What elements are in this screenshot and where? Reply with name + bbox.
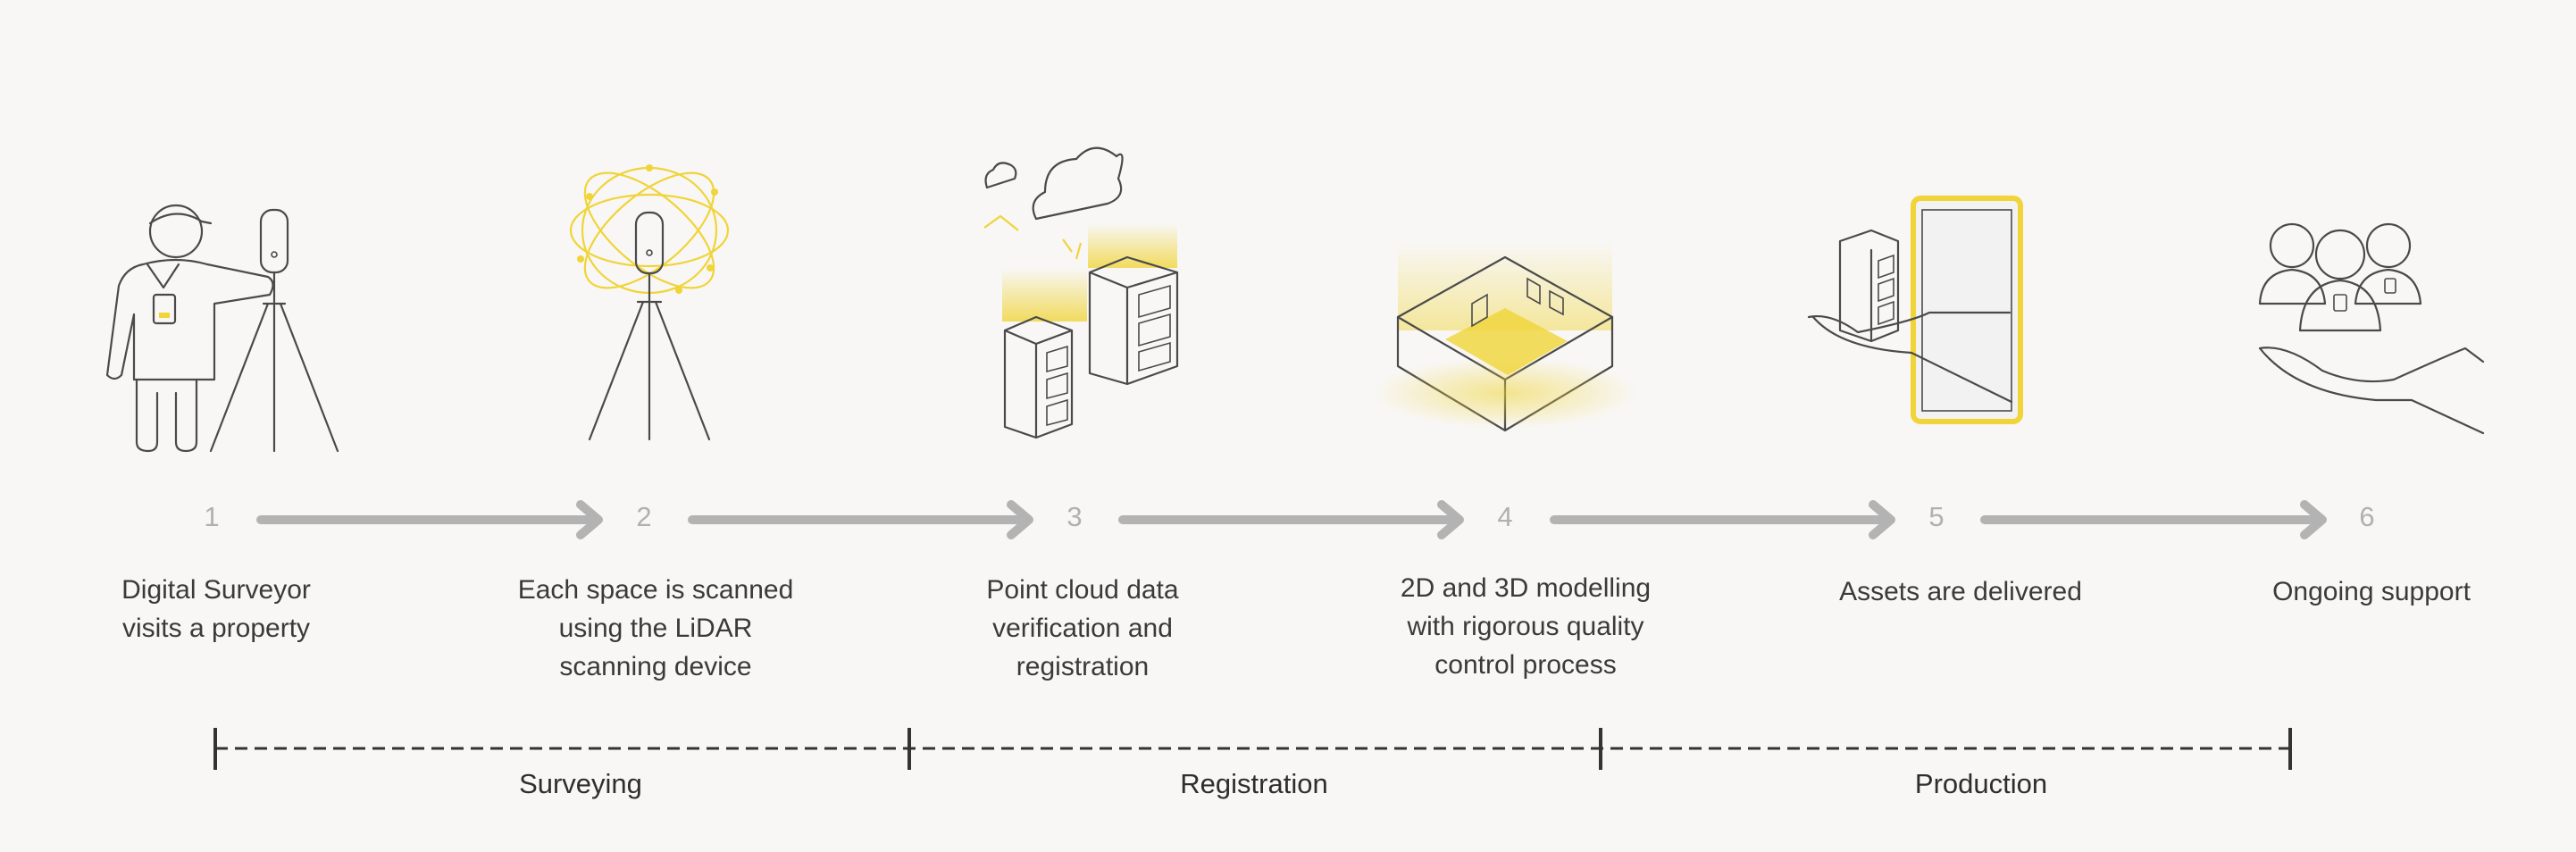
phase-label-registration: Registration	[1180, 768, 1328, 799]
cloud-buildings-icon	[983, 146, 1179, 439]
surveyor-icon	[105, 204, 339, 453]
phase-label-surveying: Surveying	[519, 768, 642, 799]
step-numbers: 1 2 3 4 5 6	[204, 501, 2374, 532]
phase-label-production: Production	[1914, 768, 2048, 799]
step-label-1: Digital Surveyor visits a property	[121, 575, 311, 643]
step-number-2: 2	[636, 501, 651, 532]
step-label-4: 2D and 3D modelling with rigorous qualit…	[1400, 573, 1652, 680]
step-label-5: Assets are delivered	[1839, 577, 2082, 606]
lidar-scanner-icon	[569, 164, 730, 441]
tablet-delivery-icon	[1807, 196, 2023, 424]
step-arrows	[256, 500, 2327, 539]
room-model-icon	[1371, 241, 1639, 432]
team-support-icon	[2258, 222, 2485, 435]
step-number-1: 1	[204, 501, 219, 532]
arrow-2-3	[688, 500, 1033, 539]
phase-brackets	[213, 728, 2292, 770]
arrow-1-2	[256, 500, 603, 539]
step-label-2: Each space is scanned using the LiDAR sc…	[517, 575, 794, 681]
step-number-4: 4	[1497, 501, 1512, 532]
arrow-5-6	[1980, 500, 2327, 539]
step-number-5: 5	[1928, 501, 1944, 532]
step-label-3: Point cloud data verification and regist…	[986, 575, 1179, 681]
arrow-4-5	[1550, 500, 1895, 539]
step-label-6: Ongoing support	[2272, 577, 2471, 606]
step-number-3: 3	[1066, 501, 1082, 532]
arrow-3-4	[1118, 500, 1464, 539]
step-number-6: 6	[2359, 501, 2374, 532]
